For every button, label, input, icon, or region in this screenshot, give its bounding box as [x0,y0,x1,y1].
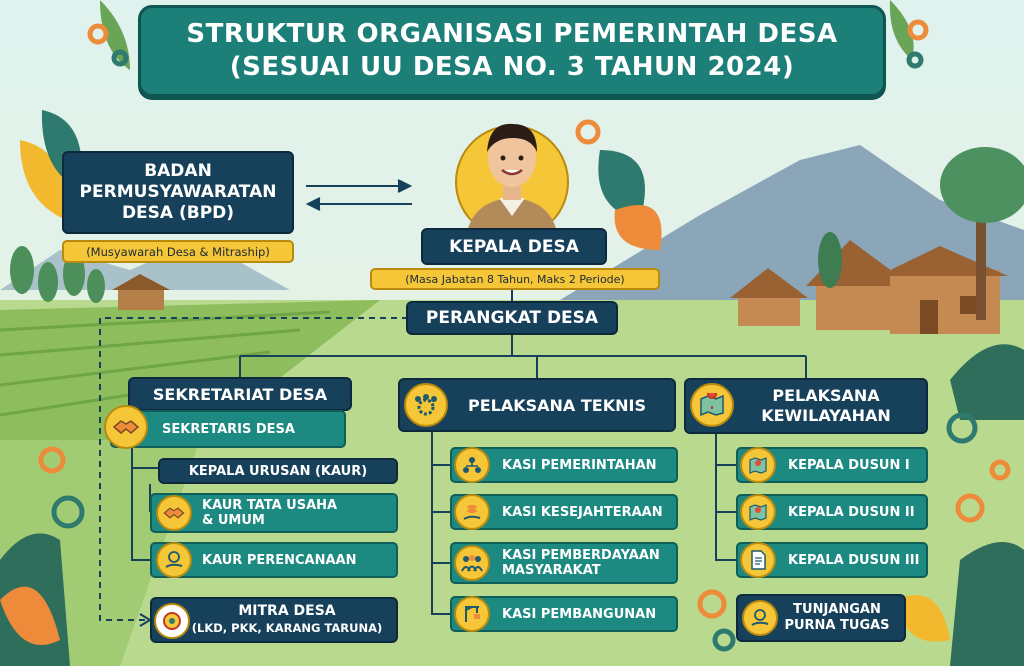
kaur-tata-usaha-label: KAUR TATA USAHA & UMUM [202,498,338,528]
money-hand-icon [742,600,778,636]
hierarchy-people-icon [454,447,490,483]
money-hand-icon [156,542,192,578]
kepala-dusun-1-label: KEPALA DUSUN I [788,457,910,473]
kaur-perencanaan-label: KAUR PERENCANAAN [202,552,357,568]
crane-icon [454,596,490,632]
sekretaris-desa-label: SEKRETARIS DESA [162,421,295,437]
kasi-pembangunan-label: KASI PEMBANGUNAN [502,606,657,622]
bpd-line-1: BADAN [144,161,212,181]
map-pin-icon [690,383,734,427]
sekretariat-desa-header: SEKRETARIAT DESA [128,377,352,411]
kasi-kesejahteraan-label: KASI KESEJAHTERAAN [502,504,663,520]
document-icon [740,542,776,578]
map-pin-icon [740,494,776,530]
map-pin-icon [740,447,776,483]
coins-hand-icon [454,494,490,530]
handshake-icon [156,495,192,531]
purna-line-2: PURNA TUGAS [784,618,890,633]
perangkat-desa-box: PERANGKAT DESA [406,301,618,335]
kepala-dusun-2-label: KEPALA DUSUN II [788,504,915,520]
kasi-pembangunan-box: KASI PEMBANGUNAN [450,596,678,632]
pelaksana-kewilayahan-line-1: PELAKSANA [772,386,880,405]
emblem-icon [154,603,190,639]
bpd-line-2: PERMUSYAWARATAN [79,182,277,202]
team-gear-icon [404,383,448,427]
mitra-desa-title: MITRA DESA [238,603,336,619]
tunjangan-purna-tugas-box: TUNJANGAN PURNA TUGAS [736,594,906,642]
purna-line-1: TUNJANGAN [793,602,881,617]
title-line-1: STRUKTUR ORGANISASI PEMERINTAH DESA [186,19,838,49]
bpd-note: (Musyawarah Desa & Mitraship) [62,240,294,263]
mitra-desa-subtitle: (LKD, PKK, KARANG TARUNA) [191,621,383,635]
bpd-box: BADAN PERMUSYAWARATAN DESA (BPD) [62,151,294,234]
kepala-desa-portrait-icon [455,123,569,232]
kepala-dusun-3-label: KEPALA DUSUN III [788,552,920,568]
handshake-icon [104,405,148,449]
kepala-desa-note: (Masa Jabatan 8 Tahun, Maks 2 Periode) [370,268,660,290]
bpd-line-3: DESA (BPD) [121,203,235,223]
title-banner: STRUKTUR ORGANISASI PEMERINTAH DESA (SES… [138,5,886,97]
kaur-header: KEPALA URUSAN (KAUR) [158,458,398,484]
group-people-icon [454,545,490,581]
title-line-2: (SESUAI UU DESA NO. 3 TAHUN 2024) [229,52,795,82]
kasi-pemberdayaan-label: KASI PEMBERDAYAAN MASYARAKAT [502,548,660,578]
kasi-pemerintahan-label: KASI PEMERINTAHAN [502,457,657,473]
pelaksana-kewilayahan-line-2: KEWILAYAHAN [761,406,891,425]
kepala-desa-box: KEPALA DESA [421,228,607,265]
